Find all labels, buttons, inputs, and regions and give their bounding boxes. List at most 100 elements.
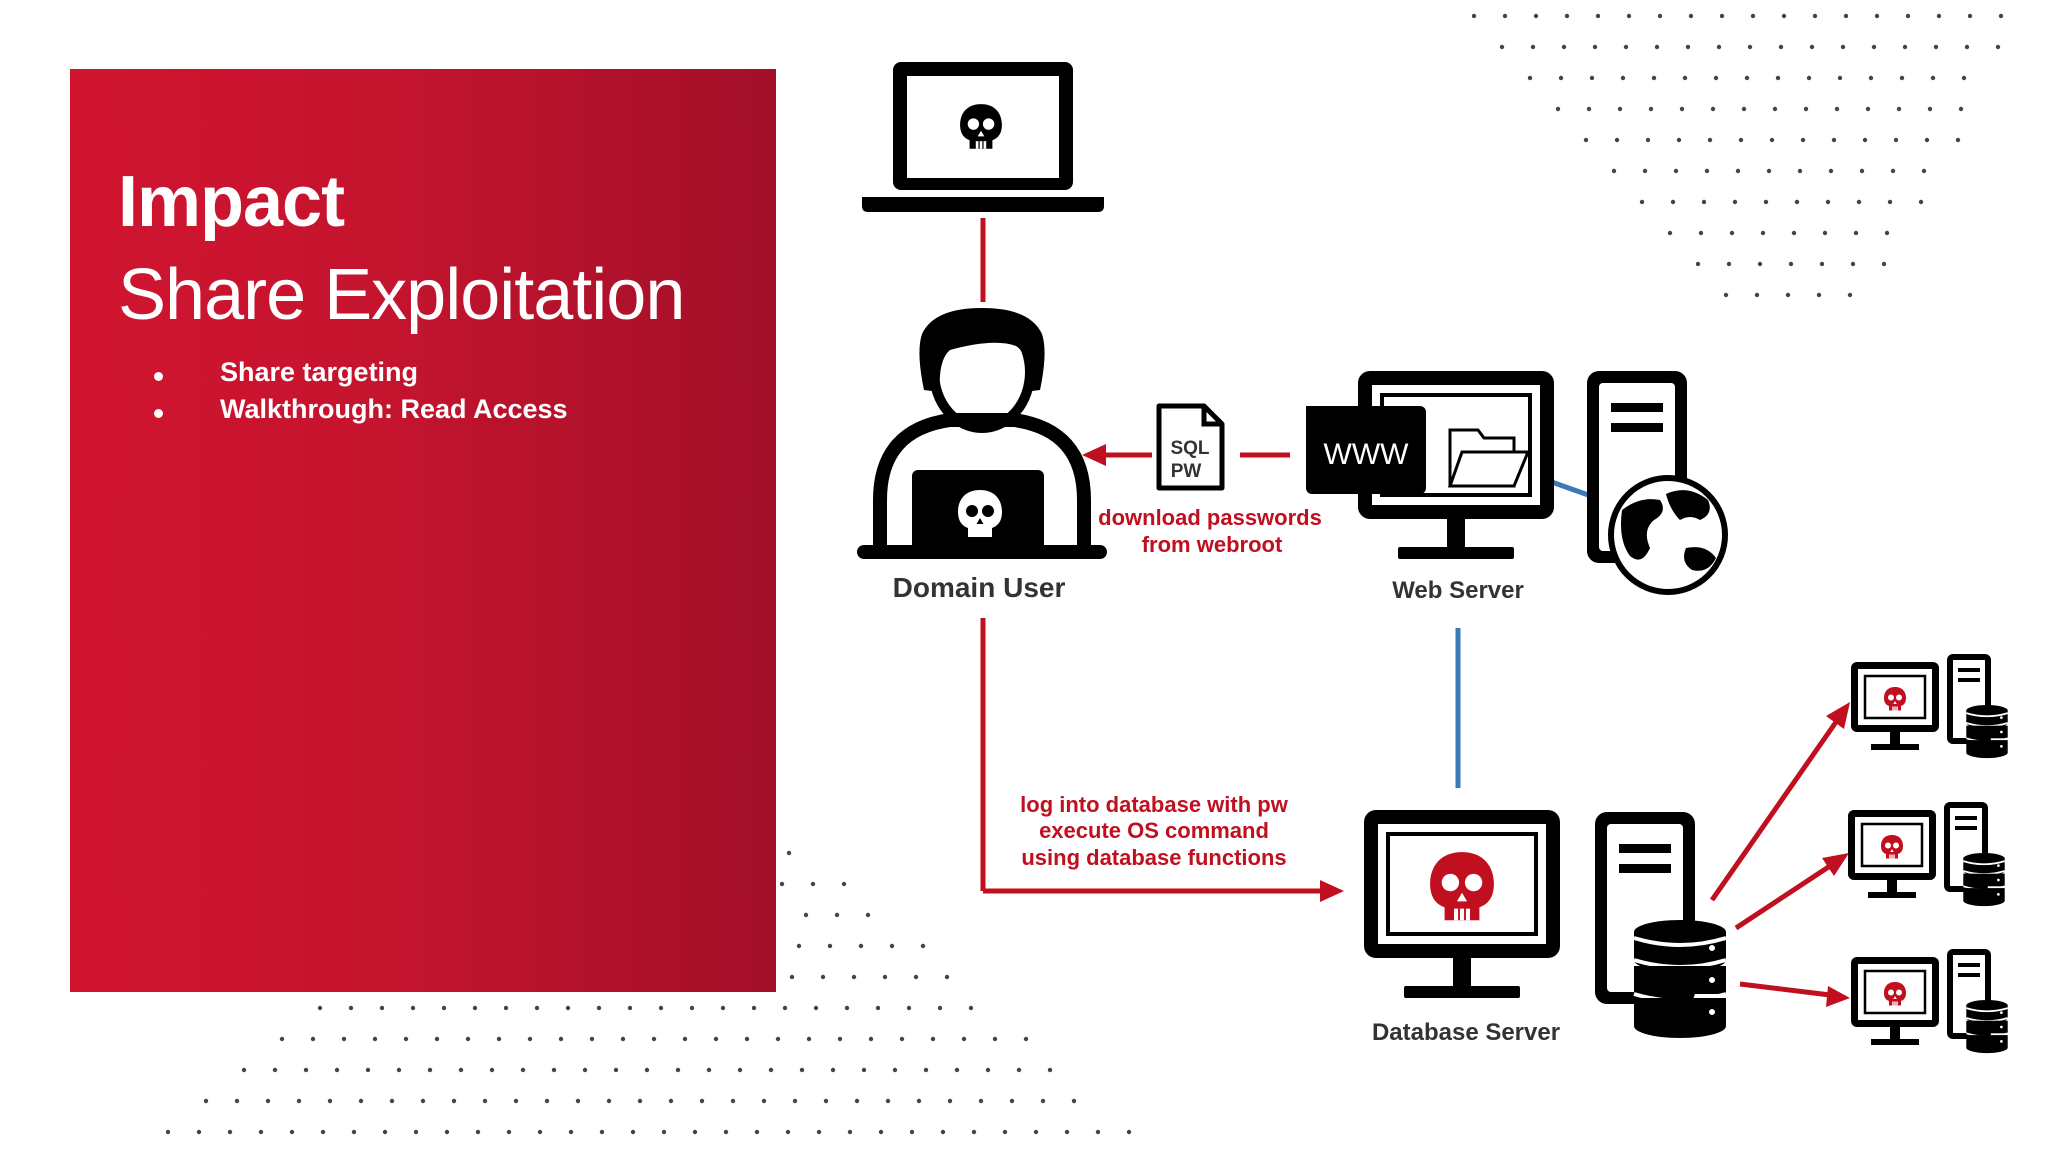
decor-dot <box>582 1067 588 1073</box>
decor-dot <box>1896 106 1902 112</box>
decor-dot <box>496 1036 502 1042</box>
spread-arrow-top <box>1709 702 1850 902</box>
decor-dot <box>482 1098 488 1104</box>
title-panel: Impact Share Exploitation Share targetin… <box>70 69 776 992</box>
decor-dot <box>1874 13 1880 19</box>
decor-dot <box>1667 230 1673 236</box>
decor-dot <box>1847 292 1853 298</box>
decor-dot <box>1040 1098 1046 1104</box>
decor-dot <box>1822 230 1828 236</box>
decor-dot <box>348 1005 354 1011</box>
decor-dot <box>1642 168 1648 174</box>
decor-dot <box>1819 261 1825 267</box>
decor-dot <box>620 1036 626 1042</box>
decor-dot <box>1884 230 1890 236</box>
slide-title: Impact <box>118 162 345 242</box>
folder-icon <box>1447 428 1531 488</box>
decor-dot <box>1620 75 1626 81</box>
decor-dot <box>1719 13 1725 19</box>
decor-dot <box>444 1129 450 1135</box>
decor-dot <box>944 974 950 980</box>
decor-dot <box>1698 230 1704 236</box>
decor-dot <box>475 1129 481 1135</box>
decor-dot <box>923 1067 929 1073</box>
decor-dot <box>751 1005 757 1011</box>
decor-dot <box>1772 106 1778 112</box>
decor-dot <box>830 1067 836 1073</box>
decor-dot <box>568 1129 574 1135</box>
decor-dot <box>1766 168 1772 174</box>
decor-dot <box>820 974 826 980</box>
decor-dot <box>1735 168 1741 174</box>
decor-dot <box>737 1067 743 1073</box>
decor-dot <box>489 1067 495 1073</box>
decor-dot <box>985 1067 991 1073</box>
decor-dot <box>858 943 864 949</box>
decor-dot <box>785 1129 791 1135</box>
www-label: WWW <box>1324 438 1410 471</box>
decor-dot <box>1918 199 1924 205</box>
decor-dot <box>971 1129 977 1135</box>
decor-dot <box>1757 261 1763 267</box>
decor-dot <box>779 881 785 887</box>
bullet-list: Share targeting Walkthrough: Read Access <box>154 354 568 428</box>
decor-dot <box>834 912 840 918</box>
decor-dot <box>920 943 926 949</box>
decor-dot <box>1837 75 1843 81</box>
decor-dot <box>1064 1129 1070 1135</box>
decor-dot <box>1679 106 1685 112</box>
spread-arrow-middle <box>1734 853 1849 931</box>
decor-dot <box>1754 292 1760 298</box>
domain-user-label: Domain User <box>893 572 1066 603</box>
decor-dot <box>892 1067 898 1073</box>
decor-dot <box>351 1129 357 1135</box>
decor-dot <box>1071 1098 1077 1104</box>
bullet-item: Walkthrough: Read Access <box>154 391 568 428</box>
decor-dot <box>878 1129 884 1135</box>
decor-dot <box>1834 106 1840 112</box>
decor-dot <box>1645 137 1651 143</box>
decor-dot <box>1899 75 1905 81</box>
decor-dot <box>723 1129 729 1135</box>
decor-dot <box>296 1098 302 1104</box>
decor-dot <box>1685 44 1691 50</box>
decor-dot <box>1670 199 1676 205</box>
decor-dot <box>1716 44 1722 50</box>
decor-dot <box>1958 106 1964 112</box>
decor-dot <box>706 1067 712 1073</box>
decor-dot <box>258 1129 264 1135</box>
decor-dot <box>837 1036 843 1042</box>
decor-dot <box>1788 261 1794 267</box>
decor-dot <box>1095 1129 1101 1135</box>
decor-dot <box>1881 261 1887 267</box>
decor-dot <box>203 1098 209 1104</box>
decor-dot <box>382 1129 388 1135</box>
decor-dot <box>644 1067 650 1073</box>
database-server-monitor-icon <box>1362 808 1562 1000</box>
decor-dot <box>658 1005 664 1011</box>
decor-dot <box>806 1036 812 1042</box>
decor-dot <box>851 974 857 980</box>
db-note-line-2: execute OS command <box>1039 818 1269 843</box>
decor-dot <box>165 1129 171 1135</box>
decor-dot <box>289 1129 295 1135</box>
db-note-line-1: log into database with pw <box>1020 792 1289 817</box>
decor-dot <box>544 1098 550 1104</box>
decor-dot <box>961 1036 967 1042</box>
decor-dot <box>458 1067 464 1073</box>
decor-dot <box>1890 168 1896 174</box>
decor-dot <box>427 1067 433 1073</box>
decor-dot <box>789 974 795 980</box>
web-server-label: Web Server <box>1392 577 1524 604</box>
decor-dot <box>410 1005 416 1011</box>
decor-dot <box>978 1098 984 1104</box>
decor-dot <box>1831 137 1837 143</box>
decor-dot <box>227 1129 233 1135</box>
file-line-sql: SQL <box>1170 438 1209 459</box>
decor-dot <box>1921 168 1927 174</box>
decor-dot <box>1527 75 1533 81</box>
decor-dot <box>1964 44 1970 50</box>
target-machine-1 <box>1851 654 2008 758</box>
